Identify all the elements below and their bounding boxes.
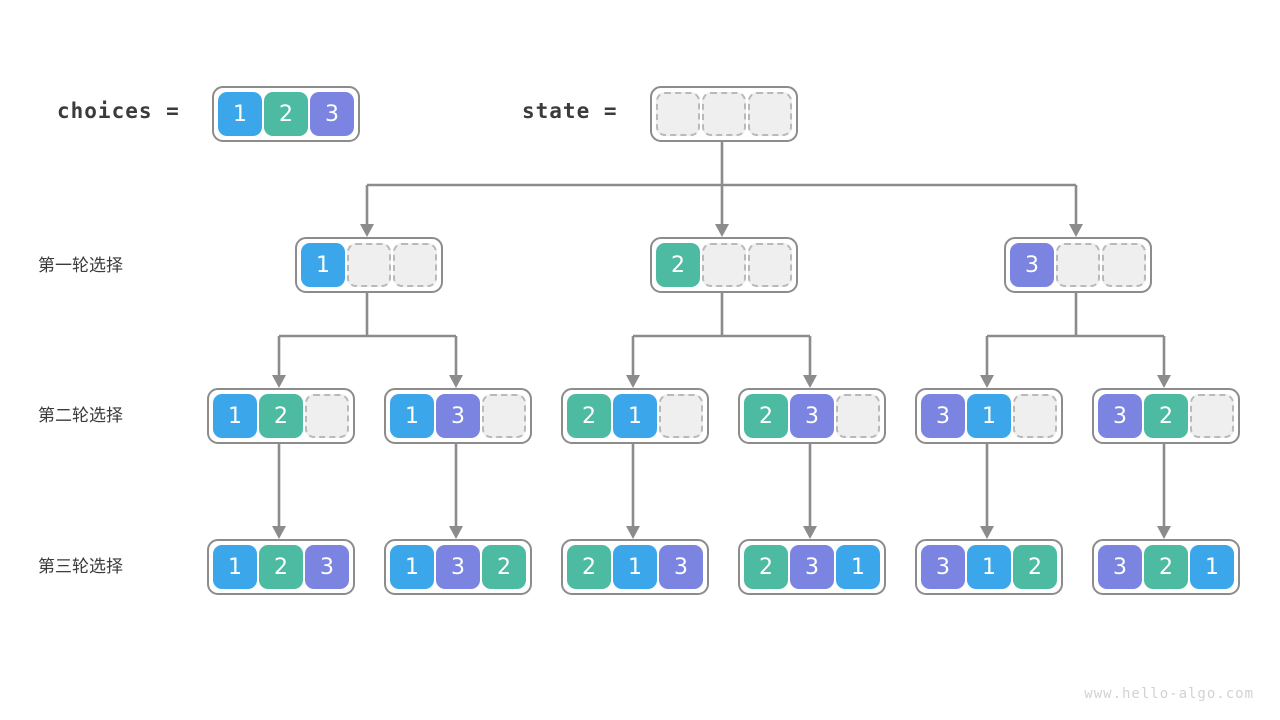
- level1-node0-cell-1-empty: [347, 243, 391, 287]
- level3-node4-cell-2: 2: [1013, 545, 1057, 589]
- level3-node0-cell-0: 1: [213, 545, 257, 589]
- state-array: [650, 86, 798, 142]
- choices-cell-1: 2: [264, 92, 308, 136]
- level2-node0-cell-0: 1: [213, 394, 257, 438]
- level3-node3-cell-2: 1: [836, 545, 880, 589]
- level3-node0-cell-2: 3: [305, 545, 349, 589]
- level3-node2-cell-2: 3: [659, 545, 703, 589]
- level1-node1-cell-0: 2: [656, 243, 700, 287]
- level3-node5-cell-1: 2: [1144, 545, 1188, 589]
- level3-node1-cell-1: 3: [436, 545, 480, 589]
- level2-node3-cell-0: 2: [744, 394, 788, 438]
- level3-node3-cell-1: 3: [790, 545, 834, 589]
- level3-node4-cell-1: 1: [967, 545, 1011, 589]
- row-label-level-1: 第一轮选择: [38, 256, 123, 276]
- choices-label: choices =: [57, 99, 180, 123]
- row-label-level-2: 第二轮选择: [38, 406, 123, 426]
- level2-node2-cell-1: 1: [613, 394, 657, 438]
- level2-node4-cell-1: 1: [967, 394, 1011, 438]
- tree-node-level1-1: 2: [650, 237, 798, 293]
- level2-node3-cell-2-empty: [836, 394, 880, 438]
- level1-node1-cell-2-empty: [748, 243, 792, 287]
- level1-node1-cell-1-empty: [702, 243, 746, 287]
- state-cell-2-empty: [748, 92, 792, 136]
- level3-node1-cell-0: 1: [390, 545, 434, 589]
- tree-node-level1-0: 1: [295, 237, 443, 293]
- level2-node2-cell-2-empty: [659, 394, 703, 438]
- level1-node2-cell-2-empty: [1102, 243, 1146, 287]
- level2-node5-cell-2-empty: [1190, 394, 1234, 438]
- level1-node2-cell-0: 3: [1010, 243, 1054, 287]
- level1-node0-cell-2-empty: [393, 243, 437, 287]
- watermark: www.hello-algo.com: [1084, 686, 1254, 702]
- level2-node1-cell-0: 1: [390, 394, 434, 438]
- level2-node5-cell-1: 2: [1144, 394, 1188, 438]
- state-cell-0-empty: [656, 92, 700, 136]
- level2-node2-cell-0: 2: [567, 394, 611, 438]
- level3-node2-cell-0: 2: [567, 545, 611, 589]
- level3-node5-cell-2: 1: [1190, 545, 1234, 589]
- level2-node4-cell-0: 3: [921, 394, 965, 438]
- row-label-level-3: 第三轮选择: [38, 557, 123, 577]
- state-cell-1-empty: [702, 92, 746, 136]
- level1-node2-cell-1-empty: [1056, 243, 1100, 287]
- level2-node0-cell-2-empty: [305, 394, 349, 438]
- level2-node1-cell-2-empty: [482, 394, 526, 438]
- level3-node2-cell-1: 1: [613, 545, 657, 589]
- level2-node0-cell-1: 2: [259, 394, 303, 438]
- level2-node4-cell-2-empty: [1013, 394, 1057, 438]
- level3-node0-cell-1: 2: [259, 545, 303, 589]
- level3-node1-cell-2: 2: [482, 545, 526, 589]
- level3-node5-cell-0: 3: [1098, 545, 1142, 589]
- level2-node3-cell-1: 3: [790, 394, 834, 438]
- level2-node1-cell-1: 3: [436, 394, 480, 438]
- choices-cell-2: 3: [310, 92, 354, 136]
- level2-node5-cell-0: 3: [1098, 394, 1142, 438]
- choices-cell-0: 1: [218, 92, 262, 136]
- level1-node0-cell-0: 1: [301, 243, 345, 287]
- state-label: state =: [522, 99, 618, 123]
- level3-node4-cell-0: 3: [921, 545, 965, 589]
- level3-node3-cell-0: 2: [744, 545, 788, 589]
- tree-node-level1-2: 3: [1004, 237, 1152, 293]
